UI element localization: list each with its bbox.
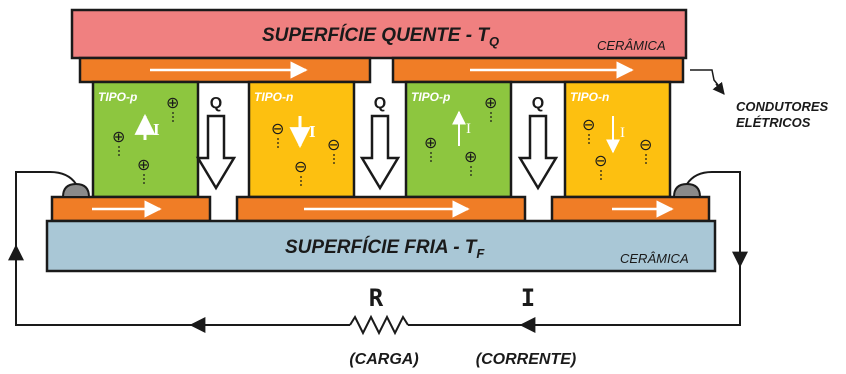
- leg-n-2-carriers: ⊖ ⊖ ⊖: [582, 115, 652, 182]
- heat-arrow-3: Q: [517, 95, 559, 191]
- current-label: I: [521, 284, 535, 312]
- svg-text:⊕: ⊕: [112, 127, 125, 146]
- cold-ceramic-plate: [45, 219, 717, 273]
- resistor-label: R: [369, 284, 384, 312]
- svg-text:Q: Q: [532, 95, 544, 112]
- leg-p-2-carriers: ⊕ ⊕ ⊕: [424, 93, 497, 178]
- right-terminal: [672, 182, 702, 198]
- leg-p-2-label: TIPO-p: [411, 90, 450, 104]
- leg-p-1-carriers: ⊕ ⊕ ⊕: [112, 93, 179, 186]
- conductors-pointer: [690, 69, 723, 91]
- hot-ceramic-plate: [70, 8, 688, 60]
- hot-surface-label: SUPERFÍCIE QUENTE - TQ: [262, 24, 499, 49]
- left-terminal: [61, 182, 91, 198]
- leg-n-1-label: TIPO-n: [254, 90, 293, 104]
- load-caption: (CARGA): [349, 351, 418, 368]
- svg-text:⊖: ⊖: [294, 157, 307, 176]
- svg-text:⊖: ⊖: [582, 115, 595, 134]
- heat-arrow-1: Q: [195, 95, 237, 191]
- hot-ceramic-label: CERÂMICA: [597, 38, 666, 53]
- svg-text:Q: Q: [374, 95, 386, 112]
- svg-text:⊕: ⊕: [464, 147, 477, 166]
- leg-p-1-current: I: [153, 120, 160, 139]
- svg-text:Q: Q: [210, 95, 222, 112]
- svg-text:⊕: ⊕: [137, 155, 150, 174]
- resistor: [349, 314, 409, 336]
- svg-text:⊖: ⊖: [639, 135, 652, 154]
- conductors-pointer-arrow: [712, 81, 725, 95]
- leg-p-2-current: I: [466, 121, 471, 137]
- cold-ceramic-label: CERÂMICA: [620, 251, 689, 266]
- conductors-label: CONDUTORES ELÉTRICOS: [736, 99, 832, 130]
- svg-text:⊖: ⊖: [271, 119, 284, 138]
- leg-p-1-label: TIPO-p: [98, 90, 137, 104]
- heat-arrow-2: Q: [359, 95, 401, 191]
- current-caption: (CORRENTE): [476, 351, 576, 368]
- circuit-wire-right: [408, 171, 741, 326]
- leg-n-1-carriers: ⊖ ⊖ ⊖: [271, 119, 340, 188]
- svg-text:⊖: ⊖: [594, 151, 607, 170]
- circuit-wire-left: [15, 171, 350, 326]
- leg-n-2-label: TIPO-n: [570, 90, 609, 104]
- leg-n-2-current: I: [620, 125, 625, 141]
- cold-surface-label: SUPERFÍCIE FRIA - TF: [285, 236, 485, 261]
- svg-text:⊖: ⊖: [327, 135, 340, 154]
- leg-n-1-current: I: [309, 122, 316, 141]
- svg-text:⊕: ⊕: [424, 133, 437, 152]
- svg-text:⊕: ⊕: [484, 93, 497, 112]
- svg-text:⊕: ⊕: [166, 93, 179, 112]
